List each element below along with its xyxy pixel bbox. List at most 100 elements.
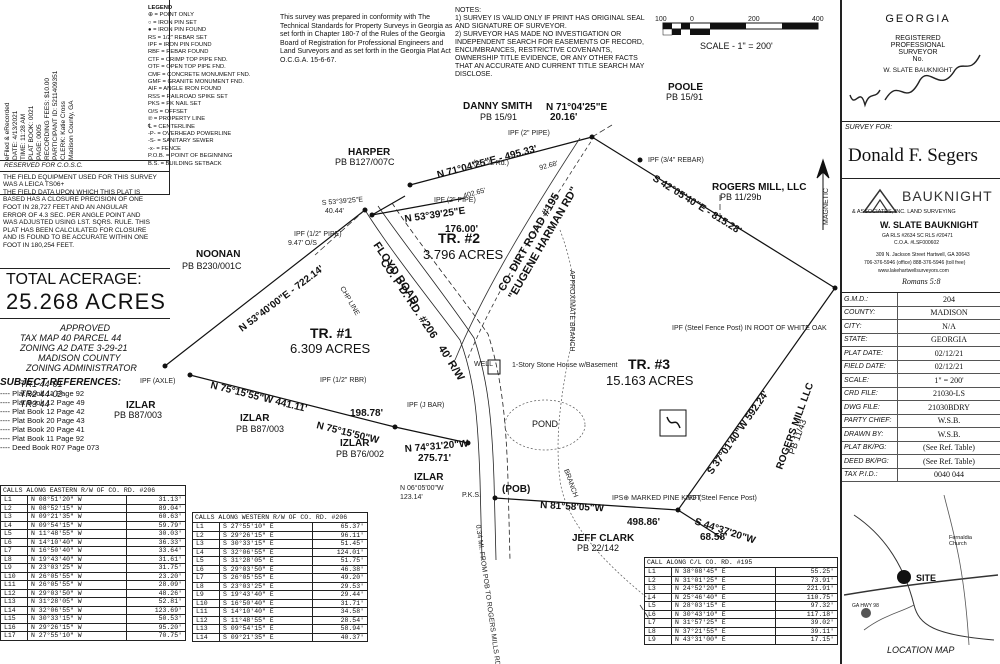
distance: 17.15': [775, 635, 838, 645]
legend-item: -P- = OVERHEAD POWERLINE: [148, 130, 232, 137]
total-acreage-value: 25.268 ACRES: [6, 289, 166, 314]
cosc-line: ERROR OF 4.3 SEC. PER ANGLE POINT AND: [3, 211, 141, 219]
owner-danny-smith-pb: PB 15/91: [480, 112, 517, 122]
row-key: DRAWN BY:: [842, 428, 898, 441]
surveyor-name: W. SLATE BAUKNIGHT: [880, 220, 979, 230]
co-road-206-label: CO. P'D. RD. #206: [378, 257, 440, 341]
recording-info: eFiled & eRecorded DATE: 4/13/2021 TIME:…: [4, 71, 76, 160]
dist-198: 198.78': [350, 408, 383, 419]
subject-references: SUBJECT REFERENCES: ---- Plat Book 11 Pa…: [0, 378, 175, 453]
seal-bottom: W. SLATE BAUKNIGHT: [883, 67, 953, 74]
line-id: L8: [644, 626, 672, 636]
southeast-line: [677, 287, 836, 511]
bearing: S 29°03'50" E: [219, 564, 313, 574]
cosc-line: WAS ADJUSTED USING LST. SQRS. RULE. THIS: [3, 219, 151, 227]
tail-line: [677, 509, 723, 539]
seal-text: GEORGIA REGISTERED PROFESSIONAL SURVEYOR…: [870, 10, 966, 106]
harper-inset-line-2: [371, 197, 466, 216]
tract-1-acres: 6.309 ACRES: [290, 341, 371, 356]
distance: 29.44': [311, 590, 369, 600]
row-value: 02/12/21: [934, 348, 964, 358]
rec-line: CLERK: Katie Cross: [60, 101, 67, 160]
legend-item: ℄ = CENTERLINE: [148, 123, 196, 130]
owner-danny-smith: DANNY SMITH: [463, 101, 532, 112]
owner-noonan: NOONAN: [196, 249, 240, 260]
bearing: N 31°28'05" W: [26, 597, 128, 607]
ipf-12-rbr: IPF (1/2" RBR): [320, 377, 366, 384]
row-key: STATE:: [842, 333, 898, 346]
scale-bar: 100 0 200 400 SCALE - 1" = 200': [655, 16, 824, 51]
branch-stream: [504, 229, 651, 601]
map-label-church: Fernaldia Church: [949, 535, 972, 547]
line-id: L9: [644, 635, 672, 645]
row-value: 21030BDRY: [928, 402, 970, 412]
distance: 221.91': [775, 584, 838, 594]
zoning-approval-stamp: APPROVED TAX MAP 40 PARCEL 44 ZONING A2 …: [20, 323, 137, 409]
line-id: L4: [192, 547, 220, 557]
scale-label: SCALE - 1" = 200': [700, 41, 773, 51]
notes-title: NOTES:: [455, 7, 482, 14]
legend-item: -S- = SANITARY SEWER: [148, 138, 214, 145]
row-value: 02/12/21: [934, 362, 964, 372]
bearing: S 26°05'55" E: [219, 573, 313, 583]
line-id: L5: [192, 556, 220, 566]
pins: [162, 134, 838, 513]
north-arrow: [816, 158, 830, 230]
row-county: COUNTY:MADISON: [842, 306, 1000, 320]
house-label: 1-Story Stone House w/Basement: [512, 362, 617, 369]
line-id: L9: [0, 563, 28, 573]
legend-item: B.S. = BUILDING SETBACK: [148, 160, 222, 167]
line-id: L10: [0, 571, 28, 581]
subject-reference: ---- Plat Book 11 Page 92: [0, 434, 85, 443]
distance: 31.71': [311, 598, 369, 608]
row-key: SCALE:: [842, 374, 898, 387]
south-line-clark: [494, 497, 679, 511]
tract-2-name: TR. #2: [438, 230, 480, 246]
ipf-j-bar: IPF (J BAR): [407, 402, 444, 409]
row-value: 21030-LS: [933, 389, 965, 399]
bearing-smith-short-dist: 20.16': [550, 112, 577, 123]
address-2: 706-376-5946 (office) 888-376-5946 (toll…: [864, 260, 966, 266]
bearing: N 29°26'15" W: [26, 622, 128, 632]
distance: 52.81': [126, 597, 186, 607]
magnetic-label: MAGNETIC: [823, 188, 830, 225]
registration-1: GA RLS #2634 SC RLS #20471: [882, 233, 953, 239]
distance: 31.61': [126, 554, 186, 564]
legend-item: ● = IRON PIN FOUND: [148, 27, 207, 34]
dist-123: 123.14': [400, 494, 423, 501]
bearing: N 26°05'55" W: [26, 571, 128, 581]
distance: 29.53': [311, 581, 369, 591]
distance: 58.94': [311, 624, 369, 634]
row-value: W.S.B.: [937, 429, 961, 439]
distance: 117.18': [775, 609, 838, 619]
line-id: L5: [0, 529, 28, 539]
row-key: PARTY CHIEF:: [842, 414, 898, 427]
address-1: 309 N. Jackson Street Hartwell, GA 30643: [876, 252, 970, 258]
signature: [849, 54, 981, 108]
bearing-smith-short: N 71°04'25"E: [546, 102, 607, 113]
bearing-south-clark: N 81°58'05"W: [540, 500, 605, 514]
bearing: N 28°03'15" E: [670, 601, 777, 611]
distance: 30.03': [126, 529, 186, 539]
rec-line: PLAT BOOK: 0021: [28, 105, 35, 160]
distance: 39.11': [775, 626, 838, 636]
line-id: L8: [192, 581, 220, 591]
subject-reference: ---- Plat Book 12 Page 42: [0, 407, 85, 416]
location-map: Fernaldia Church SITE GA HWY 98: [843, 494, 999, 646]
row-state: STATE:GEORGIA: [842, 333, 1000, 347]
line-id: L13: [0, 597, 28, 607]
legend-item: GMF = GRANITE MONUMENT FND.: [148, 79, 245, 86]
distance: 97.32': [775, 601, 838, 611]
line-id: L14: [192, 632, 220, 642]
owner-poole-pb: PB 15/91: [666, 92, 703, 102]
